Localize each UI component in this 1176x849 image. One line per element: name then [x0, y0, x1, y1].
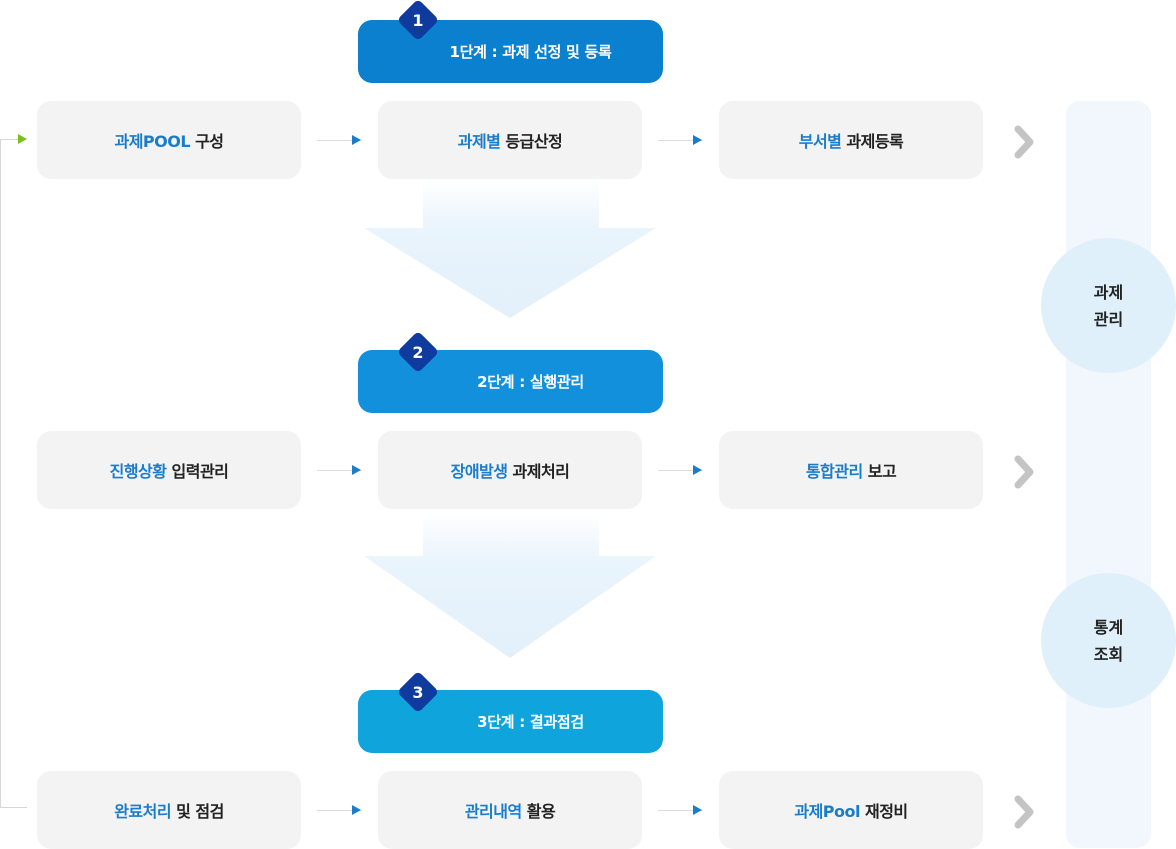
step-highlight: 장애발생 — [450, 462, 508, 481]
loop-arrow-icon — [18, 134, 27, 144]
step-text: 과제처리 — [512, 462, 570, 481]
step-highlight: 부서별 — [798, 132, 842, 151]
step-highlight: 과제별 — [457, 132, 501, 151]
step-highlight: 통합관리 — [805, 462, 863, 481]
connector-line — [658, 810, 703, 811]
step-text: 및 점검 — [176, 802, 224, 821]
feedback-loop-line — [0, 139, 1, 807]
statistics-circle: 통계 조회 — [1041, 573, 1176, 708]
side-panel — [1066, 101, 1151, 848]
connector-line — [317, 810, 362, 811]
chevron-right-icon — [1014, 455, 1034, 489]
chevron-right-icon — [1014, 125, 1034, 159]
stage-3-number: 3 — [412, 682, 424, 702]
stage-2-number: 2 — [412, 342, 424, 362]
feedback-loop-top — [0, 139, 18, 140]
arrow-right-icon — [693, 465, 702, 475]
stage-2-label: 2단계 : 실행관리 — [477, 373, 584, 391]
flow-down-arrow-2 — [364, 512, 656, 658]
step-text: 구성 — [195, 132, 224, 151]
arrow-right-icon — [693, 135, 702, 145]
step-text: 과제등록 — [846, 132, 904, 151]
stage-3-label: 3단계 : 결과점검 — [477, 713, 584, 731]
task-management-circle: 과제 관리 — [1041, 238, 1176, 373]
step-highlight: 과제Pool — [794, 802, 860, 821]
arrow-right-icon — [352, 465, 361, 475]
flow-down-arrow-1 — [364, 180, 656, 318]
feedback-loop-bottom — [0, 807, 27, 808]
stage-3-header: 3단계 : 결과점검 — [358, 690, 663, 753]
arrow-right-icon — [693, 805, 702, 815]
step-text: 활용 — [526, 802, 556, 821]
arrow-right-icon — [352, 805, 361, 815]
arrow-right-icon — [352, 135, 361, 145]
stage-1-label: 1단계 : 과제 선정 및 등록 — [449, 43, 612, 61]
connector-line — [317, 140, 362, 141]
step-text: 등급산정 — [505, 132, 563, 151]
step-highlight: 과제POOL — [114, 132, 191, 151]
step-text: 보고 — [867, 462, 897, 481]
step-highlight: 진행상황 — [109, 462, 167, 481]
stage-1-number: 1 — [412, 10, 424, 30]
step-highlight: 관리내역 — [464, 802, 522, 821]
chevron-right-icon — [1014, 795, 1034, 829]
connector-line — [658, 140, 703, 141]
step-text: 재정비 — [864, 802, 908, 821]
connector-line — [658, 470, 703, 471]
step-text: 입력관리 — [171, 462, 229, 481]
connector-line — [317, 470, 362, 471]
step-highlight: 완료처리 — [114, 802, 172, 821]
